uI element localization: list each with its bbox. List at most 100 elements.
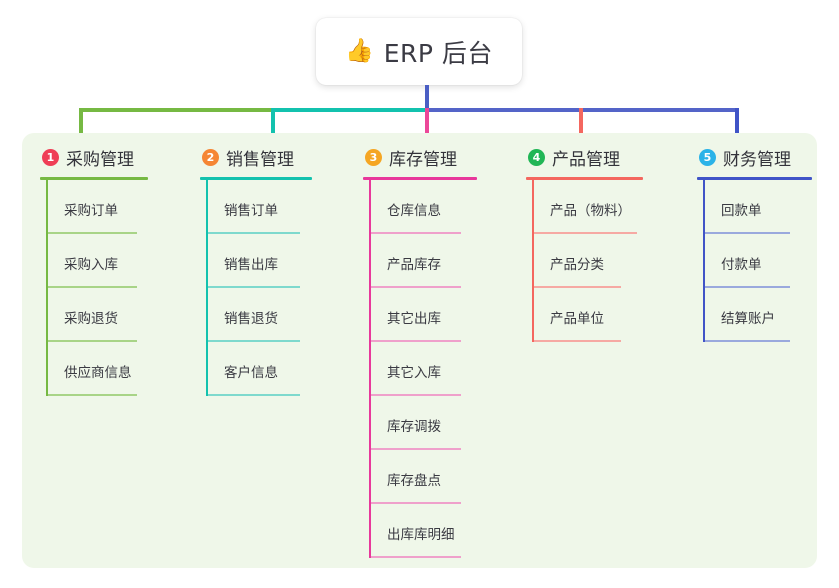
leaf-node[interactable]: 采购退货 (46, 288, 190, 342)
leaf-node[interactable]: 产品库存 (369, 234, 513, 288)
leaf-node[interactable]: 供应商信息 (46, 342, 190, 396)
leaf-label: 采购订单 (64, 203, 118, 219)
branch-header-rule-3 (363, 177, 477, 180)
leaf-node[interactable]: 采购订单 (46, 180, 190, 234)
leaf-label: 出库库明细 (387, 527, 455, 543)
branch-number-badge-2: 2 (202, 148, 219, 166)
branch-spine-2 (206, 180, 208, 396)
leaf-rule (208, 232, 300, 234)
leaf-label: 产品分类 (550, 257, 604, 273)
leaf-node[interactable]: 其它出库 (369, 288, 513, 342)
leaf-label: 供应商信息 (64, 365, 132, 381)
leaf-label: 产品库存 (387, 257, 441, 273)
branch-number-badge-4: 4 (528, 148, 545, 166)
leaf-rule (705, 340, 790, 342)
branch-title-3: 库存管理 (389, 149, 457, 170)
leaf-label: 采购退货 (64, 311, 118, 327)
connector-rail-middle (271, 108, 427, 112)
leaf-label: 库存盘点 (387, 473, 441, 489)
leaf-label: 仓库信息 (387, 203, 441, 219)
root-trunk-connector (425, 85, 429, 110)
connector-drop-2 (271, 108, 275, 136)
leaf-rule (208, 340, 300, 342)
leaf-rule (371, 340, 461, 342)
branch-header-2[interactable]: 2 销售管理 (200, 145, 350, 170)
branch-header-5[interactable]: 5 财务管理 (697, 145, 837, 170)
branch-column-3: 3 库存管理 仓库信息 产品库存 其它出库 其它入库 库存调拨 库存盘点 (363, 145, 513, 558)
leaf-label: 产品单位 (550, 311, 604, 327)
branch-spine-5 (703, 180, 705, 342)
diagram-panel (22, 133, 817, 568)
leaf-label: 销售出库 (224, 257, 278, 273)
leaf-rule (371, 394, 461, 396)
leaf-label: 其它出库 (387, 311, 441, 327)
branch-children-2: 销售订单 销售出库 销售退货 客户信息 (206, 180, 350, 396)
leaf-node[interactable]: 采购入库 (46, 234, 190, 288)
leaf-node[interactable]: 产品单位 (532, 288, 686, 342)
leaf-rule (371, 232, 461, 234)
leaf-node[interactable]: 其它入库 (369, 342, 513, 396)
connector-drop-4 (579, 108, 583, 136)
branch-header-1[interactable]: 1 采购管理 (40, 145, 190, 170)
leaf-label: 销售订单 (224, 203, 278, 219)
branch-children-5: 回款单 付款单 结算账户 (703, 180, 837, 342)
leaf-label: 其它入库 (387, 365, 441, 381)
leaf-node[interactable]: 付款单 (703, 234, 837, 288)
branch-number-badge-3: 3 (365, 148, 382, 166)
leaf-label: 采购入库 (64, 257, 118, 273)
leaf-label: 库存调拨 (387, 419, 441, 435)
leaf-node[interactable]: 回款单 (703, 180, 837, 234)
leaf-label: 结算账户 (721, 311, 775, 327)
leaf-node[interactable]: 产品（物料） (532, 180, 686, 234)
leaf-rule (48, 394, 137, 396)
branch-title-1: 采购管理 (66, 149, 134, 170)
leaf-rule (48, 340, 137, 342)
leaf-label: 客户信息 (224, 365, 278, 381)
branch-header-4[interactable]: 4 产品管理 (526, 145, 686, 170)
branch-children-1: 采购订单 采购入库 采购退货 供应商信息 (46, 180, 190, 396)
branch-column-2: 2 销售管理 销售订单 销售出库 销售退货 客户信息 (200, 145, 350, 396)
leaf-rule (371, 448, 461, 450)
leaf-node[interactable]: 出库库明细 (369, 504, 513, 558)
leaf-rule (371, 556, 461, 558)
branch-spine-4 (532, 180, 534, 342)
branch-title-5: 财务管理 (723, 149, 791, 170)
leaf-node[interactable]: 销售出库 (206, 234, 350, 288)
branch-children-4: 产品（物料） 产品分类 产品单位 (532, 180, 686, 342)
root-node-card[interactable]: 👍 ERP 后台 (316, 18, 522, 85)
leaf-label: 回款单 (721, 203, 762, 219)
leaf-node[interactable]: 产品分类 (532, 234, 686, 288)
branch-column-1: 1 采购管理 采购订单 采购入库 采购退货 供应商信息 (40, 145, 190, 396)
branch-number-badge-5: 5 (699, 148, 716, 166)
branch-header-3[interactable]: 3 库存管理 (363, 145, 513, 170)
leaf-rule (208, 394, 300, 396)
branch-children-3: 仓库信息 产品库存 其它出库 其它入库 库存调拨 库存盘点 出库库明细 (369, 180, 513, 558)
connector-drop-5 (735, 108, 739, 136)
leaf-rule (48, 232, 137, 234)
leaf-node[interactable]: 销售订单 (206, 180, 350, 234)
leaf-node[interactable]: 销售退货 (206, 288, 350, 342)
branch-column-4: 4 产品管理 产品（物料） 产品分类 产品单位 (526, 145, 686, 342)
branch-header-rule-4 (526, 177, 643, 180)
leaf-node[interactable]: 客户信息 (206, 342, 350, 396)
leaf-rule (534, 286, 621, 288)
leaf-node[interactable]: 仓库信息 (369, 180, 513, 234)
leaf-label: 产品（物料） (550, 203, 631, 219)
leaf-rule (534, 340, 621, 342)
branch-header-rule-1 (40, 177, 148, 180)
root-node-content: 👍 ERP 后台 (345, 34, 493, 70)
leaf-node[interactable]: 库存调拨 (369, 396, 513, 450)
leaf-rule (371, 286, 461, 288)
root-node-label: ERP 后台 (383, 38, 493, 68)
connector-drop-3 (425, 108, 429, 136)
connector-drop-1 (79, 108, 83, 136)
connector-rail-left (79, 108, 273, 112)
branch-title-4: 产品管理 (552, 149, 620, 170)
leaf-rule (48, 286, 137, 288)
leaf-node[interactable]: 库存盘点 (369, 450, 513, 504)
branch-spine-1 (46, 180, 48, 396)
branch-title-2: 销售管理 (226, 149, 294, 170)
leaf-node[interactable]: 结算账户 (703, 288, 837, 342)
leaf-rule (371, 502, 461, 504)
leaf-label: 销售退货 (224, 311, 278, 327)
